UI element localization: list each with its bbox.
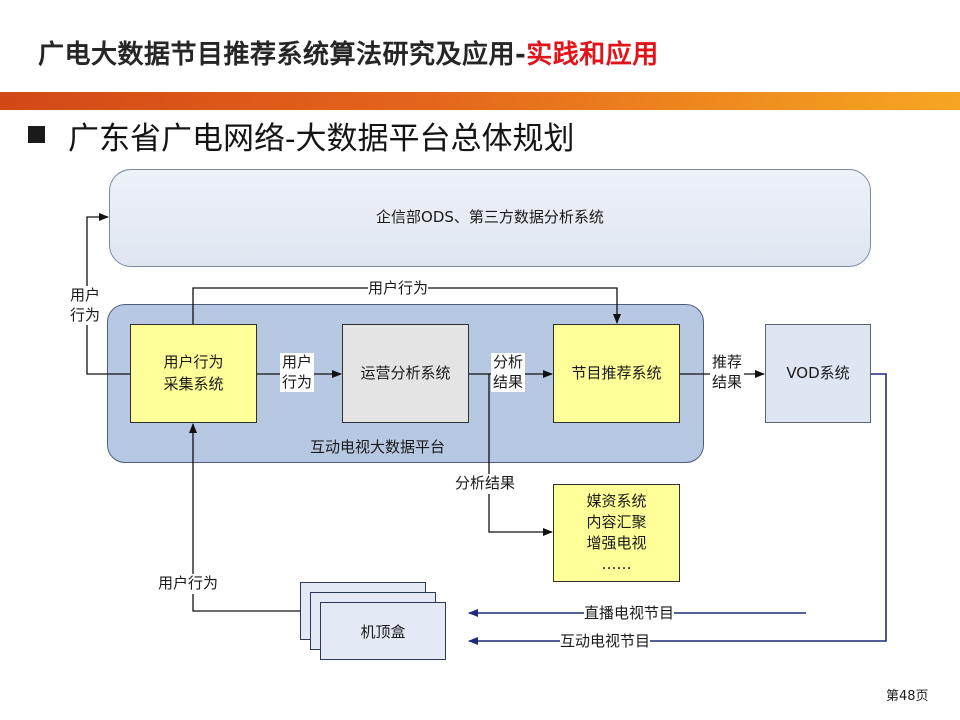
media-box-line-3: 增强电视 [586, 534, 647, 552]
edge-label-analysis-mid: 分析结果 [491, 353, 525, 392]
edge-label-behavior-left: 用户行为 [68, 286, 102, 325]
vod-system-box: VOD系统 [765, 324, 871, 423]
section-heading: 广东省广电网络-大数据平台总体规划 [68, 121, 575, 157]
collect-box-line-2: 采集系统 [163, 374, 224, 393]
edge-label-behavior-mid: 用户行为 [280, 353, 314, 392]
edge-label-behavior-mid-1: 用户 [281, 353, 312, 371]
edge-label-behavior-top: 用户行为 [368, 279, 429, 299]
edge-label-behavior-mid-2: 行为 [281, 372, 312, 391]
media-box-line-1: 媒资系统 [586, 492, 647, 510]
edge-label-rec-result-1: 推荐 [711, 353, 742, 371]
stb-label: 机顶盒 [360, 622, 406, 641]
edge-label-interactive-tv: 互动电视节目 [560, 632, 651, 652]
edge-label-rec-result-2: 结果 [711, 372, 742, 391]
title-gradient-bar [0, 92, 960, 110]
slide-title-accent: 实践和应用 [526, 40, 659, 70]
edge-label-rec-result: 推荐结果 [710, 353, 744, 392]
page-number: 第48页 [886, 689, 929, 704]
collect-system-box: 用户行为采集系统 [130, 324, 257, 423]
edge-label-analysis-bottom: 分析结果 [455, 474, 516, 494]
ods-panel: 企信部ODS、第三方数据分析系统 [109, 169, 871, 267]
recommendation-system-box: 节目推荐系统 [553, 324, 680, 423]
edge-label-behavior-left-1: 用户 [69, 286, 100, 304]
media-box-line-2: 内容汇聚 [586, 513, 647, 531]
square-bullet-icon [28, 126, 45, 143]
ods-panel-label: 企信部ODS、第三方数据分析系统 [376, 208, 604, 227]
edge-label-live-tv: 直播电视节目 [584, 604, 675, 624]
ops-box-label: 运营分析系统 [360, 363, 451, 382]
ops-analysis-box: 运营分析系统 [342, 324, 469, 423]
slide-title-main: 广电大数据节目推荐系统算法研究及应用- [38, 40, 527, 70]
edge-label-behavior-left-2: 行为 [69, 305, 100, 324]
edge-label-analysis-mid-2: 结果 [492, 372, 523, 391]
platform-label: 互动电视大数据平台 [310, 438, 446, 456]
set-top-box: 机顶盒 [320, 602, 446, 660]
collect-box-line-1: 用户行为 [163, 352, 224, 371]
slide-title: 广电大数据节目推荐系统算法研究及应用-实践和应用 [38, 34, 659, 71]
rec-box-label: 节目推荐系统 [571, 363, 662, 382]
media-box-line-4: …… [601, 555, 632, 573]
media-system-box: 媒资系统 内容汇聚 增强电视 …… [553, 484, 680, 582]
edge-label-analysis-mid-1: 分析 [492, 353, 523, 371]
vod-box-label: VOD系统 [786, 363, 850, 382]
edge-label-behavior-bottom: 用户行为 [158, 574, 219, 594]
